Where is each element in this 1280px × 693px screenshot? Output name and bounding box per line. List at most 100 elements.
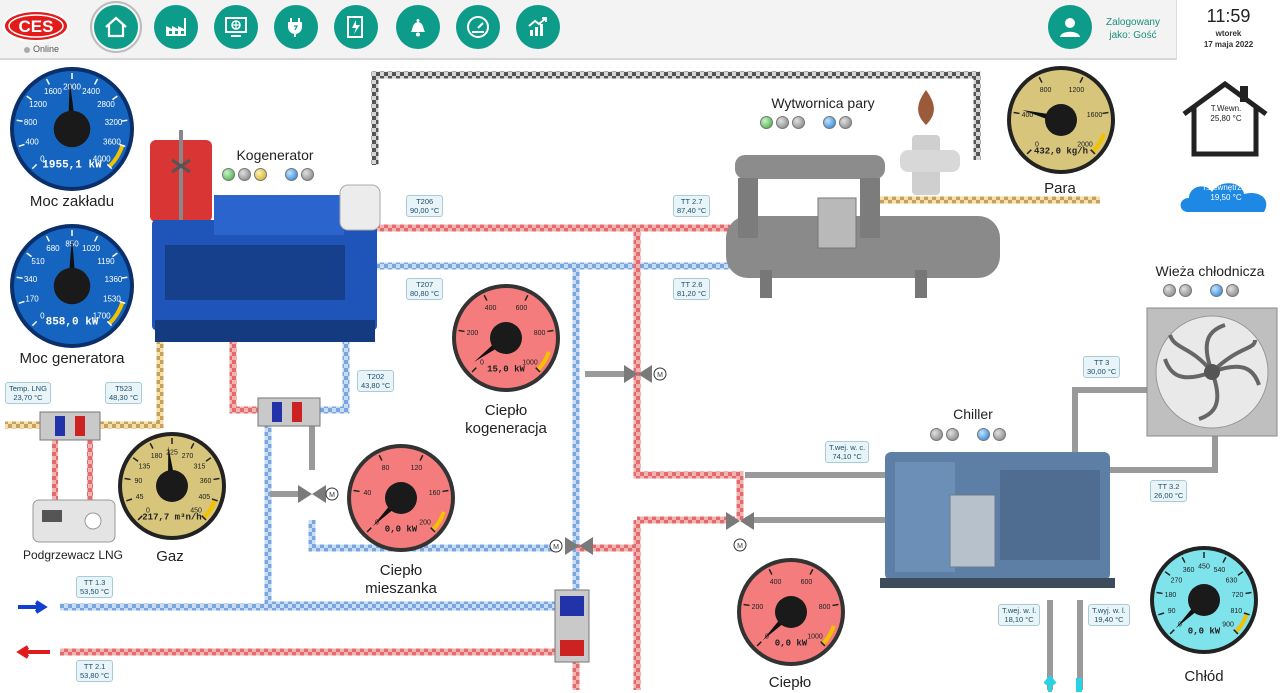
gauge-tick [768, 568, 773, 575]
connection-status: Online [24, 44, 59, 54]
gauge-tick-label: 170 [25, 295, 39, 304]
heat-label: Ciepło [768, 674, 812, 691]
status-light [792, 116, 805, 129]
nav-electric-button[interactable] [334, 5, 378, 49]
steam-return-pipe [371, 71, 981, 165]
steam-label: Para [1044, 180, 1076, 197]
status-light [839, 116, 852, 129]
gauge-tick-label: 0 [1035, 141, 1039, 148]
gauge-tick-label: 1200 [1069, 87, 1085, 94]
gauge-tick [1222, 556, 1227, 563]
gauge-value: 15,0 kW [487, 364, 525, 374]
gauge-warning-arc [108, 301, 125, 325]
gauge-tick [112, 252, 118, 258]
gauge-tick-label: 600 [516, 305, 528, 312]
gauge-tick-label: 40 [364, 490, 372, 497]
bell-icon [411, 19, 425, 37]
gauge-tick [112, 95, 118, 101]
gauge-tick-label: 3200 [105, 118, 123, 127]
gauge-value: 217,7 m³n/h [142, 512, 201, 522]
nav-meters-button[interactable] [456, 5, 500, 49]
status-light [285, 168, 298, 181]
gauge-tick-label: 4000 [93, 154, 111, 163]
user-button[interactable] [1048, 5, 1092, 49]
temp-tag-twej-wl: T.wej. w. l.18,10 °C [998, 604, 1041, 626]
nav-hvac-button[interactable] [214, 5, 258, 49]
gauge-tick [430, 527, 436, 533]
gauge-tick-label: 400 [25, 138, 39, 147]
gauge-tick-label: 270 [182, 453, 194, 460]
gauge-hub [385, 482, 417, 514]
gauge-tick-label: 1600 [1087, 112, 1103, 119]
gauge-tick-label: 800 [534, 330, 546, 337]
hot-branch-pipe [633, 228, 744, 520]
gauge-tick [31, 163, 38, 170]
status-light [301, 168, 314, 181]
chiller-status-lights [930, 428, 1006, 441]
gauge-tick [106, 163, 113, 170]
gauge-tick-label: 90 [1168, 608, 1176, 615]
gauge-value: 0,0 kW [385, 524, 418, 534]
gauge-tick-label: 315 [194, 463, 206, 470]
gauge-tick-label: 510 [31, 257, 45, 266]
gauge-tick-label: 160 [429, 490, 441, 497]
home-icon [105, 16, 127, 38]
nav-trends-button[interactable] [516, 5, 560, 49]
gauge-tick-label: 400 [770, 579, 782, 586]
status-text: Online [33, 44, 60, 54]
power-plug-icon [288, 18, 302, 37]
nav-home-button[interactable] [90, 1, 142, 53]
nav-alarms-button[interactable] [396, 5, 440, 49]
login-line-2: jako: Gość [1109, 30, 1157, 41]
gas-label: Gaz [156, 548, 184, 565]
status-light [776, 116, 789, 129]
cloud-icon [1180, 183, 1267, 212]
gauge-tick [471, 367, 477, 373]
gauge-tick [1013, 111, 1020, 115]
status-light [823, 116, 836, 129]
gauge-tick-label: 135 [139, 463, 151, 470]
gauge-tick [132, 457, 139, 462]
gauge-tick [419, 454, 424, 461]
gauge-hub [1045, 104, 1077, 136]
steam-generator [726, 90, 1000, 298]
nav-power-button[interactable] [274, 5, 318, 49]
login-status: Zalogowany jako: Gość [1098, 16, 1168, 42]
cogenerator-label: Kogenerator [236, 147, 314, 163]
gauge-hub [1188, 584, 1220, 616]
valve-2: M [624, 365, 667, 383]
valve-4: M [726, 512, 754, 552]
heat-exchanger-engine [257, 397, 321, 427]
svg-text:M: M [553, 544, 559, 551]
gauge-tick [483, 294, 488, 301]
nav-plant-button[interactable] [154, 5, 198, 49]
gauge-tick [1181, 556, 1186, 563]
gauge-tick-label: 450 [190, 507, 202, 514]
gauge-tick-label: 720 [1232, 592, 1244, 599]
gauge-tick-label: 630 [1226, 577, 1238, 584]
cooling-tower-label: Wieża chłodnicza [1155, 263, 1265, 279]
clock-time: 11:59 [1206, 6, 1251, 26]
valve-3: M [549, 537, 593, 555]
gauge-tick-label: 2000 [63, 83, 81, 92]
gauge-value: 0,0 kW [1188, 626, 1221, 636]
gauge-tick [1026, 149, 1032, 155]
gauge-tick [119, 143, 126, 148]
gauge-tick-label: 1000 [522, 359, 538, 366]
gauge-tick [205, 457, 212, 462]
gauge-hub [156, 470, 188, 502]
gauge-tick-label: 1530 [103, 295, 121, 304]
gauge-value: 858,0 kW [46, 316, 99, 328]
gauge-tick [149, 442, 154, 449]
gauge-tick [1079, 76, 1084, 83]
gauge-tick-label: 200 [419, 519, 431, 526]
gauge-icon [467, 16, 489, 38]
cooling-tower-status-lights [1163, 284, 1239, 297]
